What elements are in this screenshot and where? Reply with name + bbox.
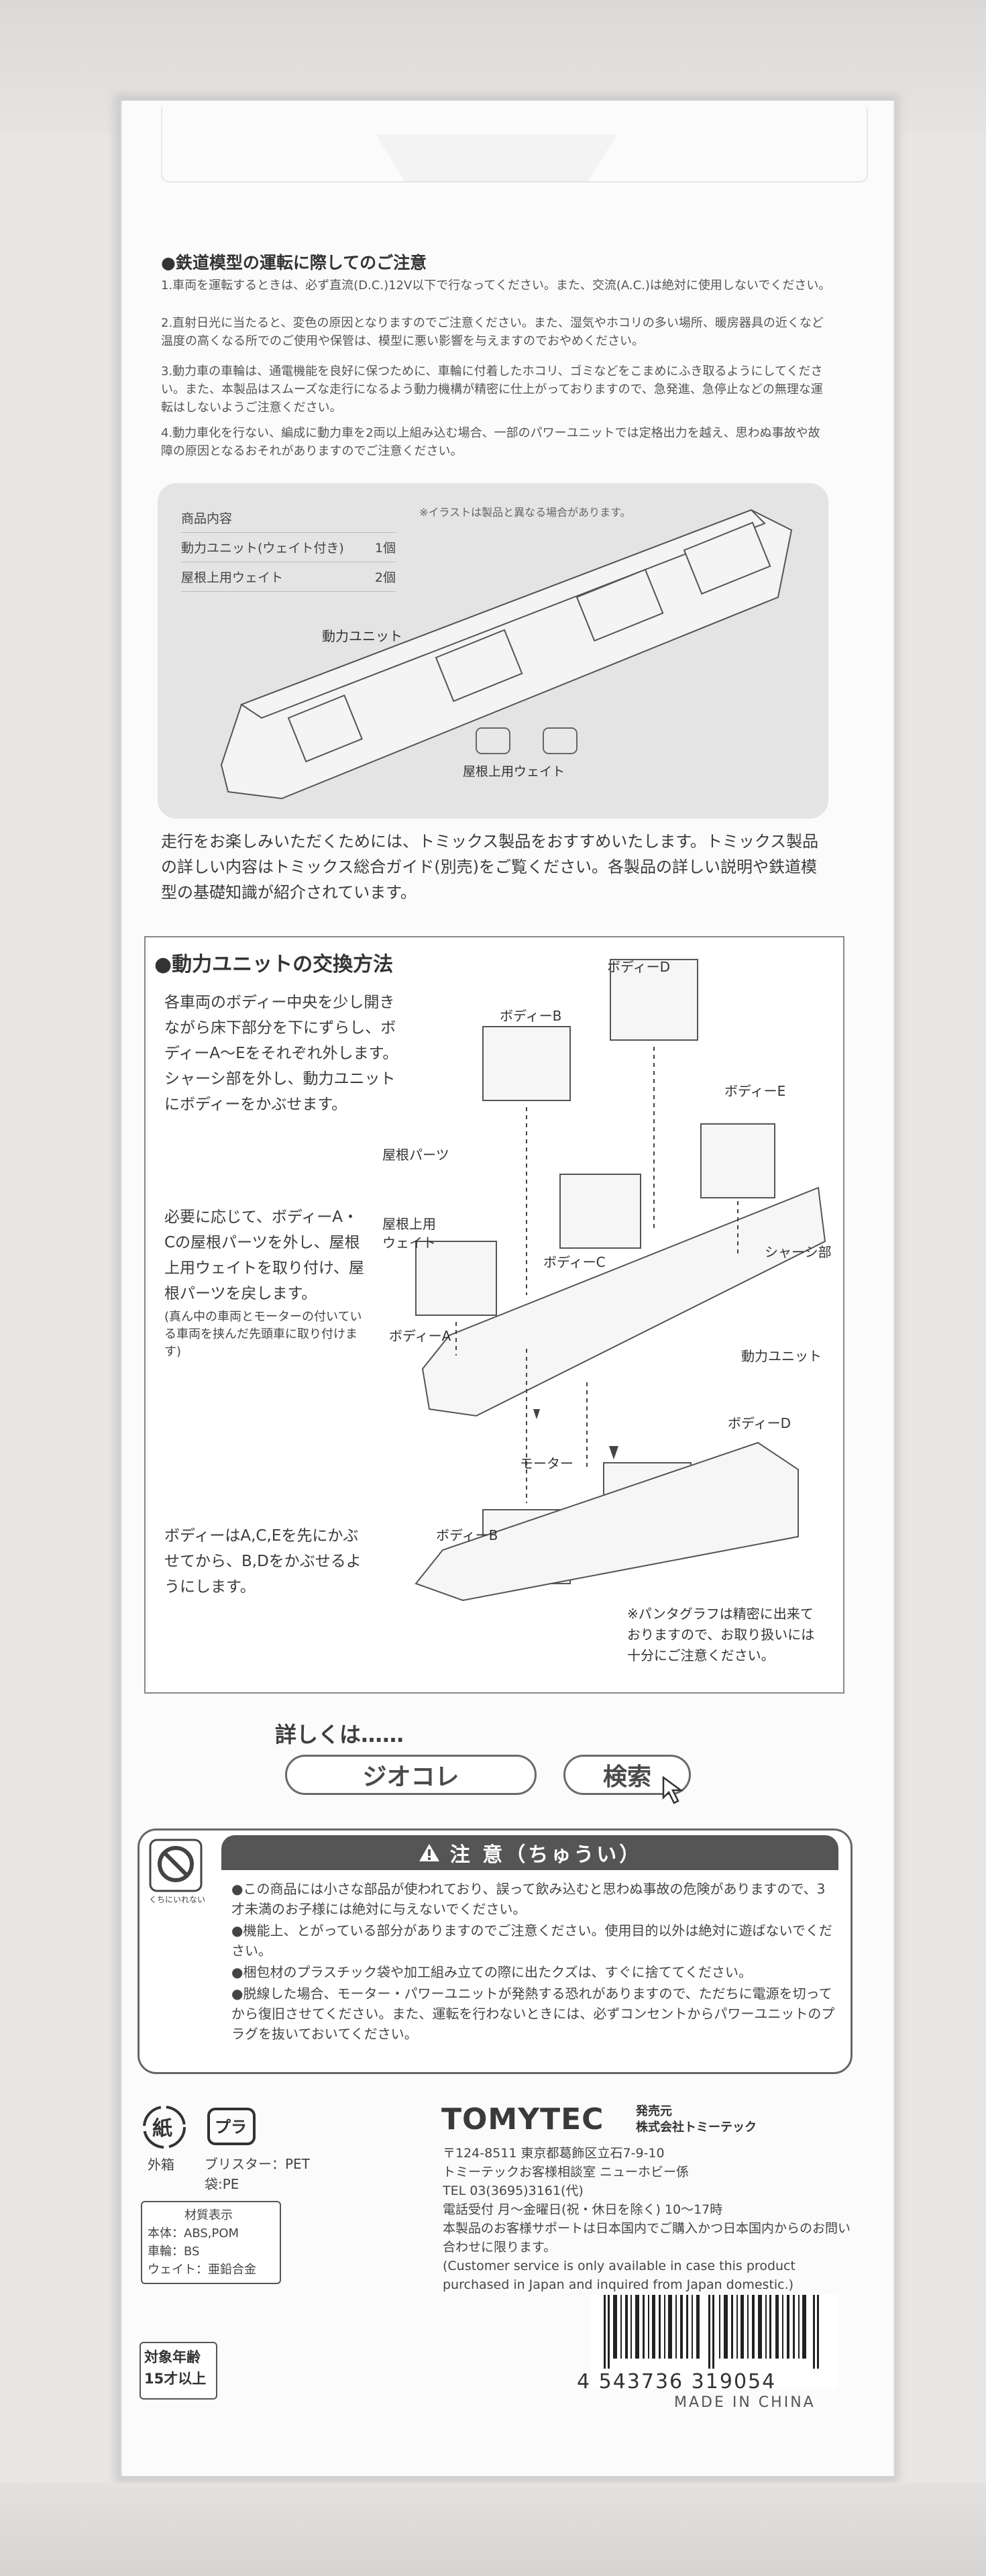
label-body-d-lower: ボディーD: [728, 1415, 791, 1431]
paper-label: 外箱: [148, 2157, 174, 2173]
label-motor: モーター: [520, 1455, 573, 1472]
pantograph-note: ※パンタグラフは精密に出来ておりますので、お取り扱いには十分にご注意ください。: [627, 1606, 815, 1663]
caution-item-3: ●梱包材のプラスチック袋や加工組み立ての際に出たクズは、すぐに捨ててください。: [231, 1964, 753, 1980]
label-body-a: ボディーA: [389, 1328, 451, 1344]
body-b-part: [482, 1026, 571, 1101]
box-notch: [376, 134, 617, 181]
age-box: [140, 2342, 217, 2400]
made-in: MADE IN CHINA: [674, 2394, 816, 2411]
notice-item-3: 3.動力車の車輪は、通電機能を良好に保つために、車輪に付着したホコリ、ゴミなどを…: [161, 364, 823, 415]
notice-item-1: 1.車両を運転するときは、必ず直流(D.C.)12V以下で行なってください。また…: [161, 278, 831, 293]
paper-recycle-icon: [143, 2106, 186, 2149]
exchange-title: ●動力ユニットの交換方法: [154, 953, 394, 976]
contents-header: 商品内容: [181, 503, 396, 533]
body-d-part: [610, 959, 698, 1041]
body-a-part: [415, 1241, 497, 1316]
label-power-unit-diagram: 動力ユニット: [741, 1348, 822, 1364]
recommend-text: 走行をお楽しみいただくためには、トミックス製品をおすすめいたします。トミックス製…: [161, 832, 819, 902]
notice-item-2: 2.直射日光に当たると、変色の原因となりますのでご注意ください。また、湿気やホコ…: [161, 316, 824, 348]
notice-item-4: 4.動力車化を行ない、編成に動力車を2両以上組み込む場合、一部のパワーユニットで…: [161, 426, 820, 458]
body-c-part: [559, 1174, 641, 1249]
label-body-c: ボディーC: [543, 1254, 606, 1270]
barcode: [590, 2295, 838, 2389]
plastic-mark: プラ: [215, 2118, 247, 2136]
caution-item-4: ●脱線した場合、モーター・パワーユニットが発熱する恐れがありますので、ただちに電…: [231, 1986, 835, 2042]
barcode-bars: [604, 2295, 819, 2369]
materials-text: 本体：ABS,POM 車輪：BS ウェイト：亜鉛合金: [148, 2226, 256, 2277]
label-body-b-lower: ボディーB: [436, 1527, 498, 1543]
label-roof-weight: 屋根上用ウェイト: [463, 764, 565, 779]
company-address: 〒124-8511 東京都葛飾区立石7-9-10 トミーテックお客様相談室 ニュ…: [443, 2146, 851, 2292]
age-label: 対象年齢 15才以上: [144, 2349, 207, 2387]
notice-title: ●鉄道模型の運転に際してのご注意: [161, 253, 427, 272]
materials-title: 材質表示: [184, 2208, 233, 2222]
plastic-recycle-icon: [207, 2108, 256, 2145]
label-body-e: ボディーE: [724, 1083, 786, 1099]
label-body-b: ボディーB: [500, 1008, 562, 1024]
search-button[interactable]: 検索: [563, 1755, 691, 1795]
assembled-train-drawing: [415, 1441, 799, 1602]
caution-item-2: ●機能上、とがっている部分がありますのでご注意ください。使用目的以外は絶対に遊ば…: [231, 1922, 832, 1959]
cursor-icon: [662, 1775, 683, 1804]
plastic-text: ブリスター：PET 袋:PE: [205, 2156, 310, 2192]
power-unit-illustration: [220, 509, 793, 800]
search-lead: 詳しくは……: [275, 1722, 404, 1747]
exchange-step-3: ボディーはA,C,Eを先にかぶせてから、B,Dをかぶせるようにします。: [164, 1527, 362, 1596]
exchange-step-2-note: (真ん中の車両とモーターの付いている車両を挟んだ先頭車に取り付けます): [164, 1310, 362, 1359]
seller-label: 発売元 株式会社トミーテック: [636, 2104, 757, 2134]
label-power-unit: 動力ユニット: [322, 628, 402, 644]
illustration-note: ※イラストは製品と異なる場合があります。: [419, 506, 631, 519]
caution-header: 注 意（ちゅうい）: [221, 1835, 838, 1870]
label-roof-parts: 屋根パーツ: [382, 1147, 449, 1163]
tomytec-logo: TOMYTEC: [441, 2102, 604, 2136]
no-mouth-caption: くちにいれない: [149, 1895, 206, 1904]
label-body-d: ボディーD: [607, 959, 671, 975]
barcode-number: 4 543736 319054: [577, 2370, 777, 2393]
label-roof-weight-diagram: 屋根上用 ウェイト: [382, 1216, 436, 1251]
caution-item-1: ●この商品には小さな部品が使われており、誤って飲み込むと思わぬ事故の危険がありま…: [231, 1881, 826, 1917]
chassis-drawing: [421, 1186, 826, 1417]
no-mouth-icon: [149, 1839, 203, 1892]
warning-icon: [418, 1843, 441, 1863]
search-keyword-box[interactable]: ジオコレ: [285, 1755, 537, 1795]
paper-mark: 紙: [152, 2117, 172, 2141]
contents-row: 動力ユニット(ウェイト付き)1個: [181, 533, 396, 562]
box-flap: [161, 107, 868, 183]
label-chassis: シャーシ部: [765, 1244, 832, 1260]
exchange-step-1: 各車両のボディー中央を少し開きながら床下部分を下にずらし、ボディーA〜Eをそれぞ…: [164, 994, 398, 1113]
exchange-diagram: [415, 959, 826, 1602]
materials-box: [141, 2201, 281, 2284]
background-bottom: [0, 2483, 986, 2576]
exchange-step-2: 必要に応じて、ボディーA・Cの屋根パーツを外し、屋根上用ウェイトを取り付け、屋根…: [164, 1208, 364, 1302]
body-e-part: [700, 1123, 775, 1198]
